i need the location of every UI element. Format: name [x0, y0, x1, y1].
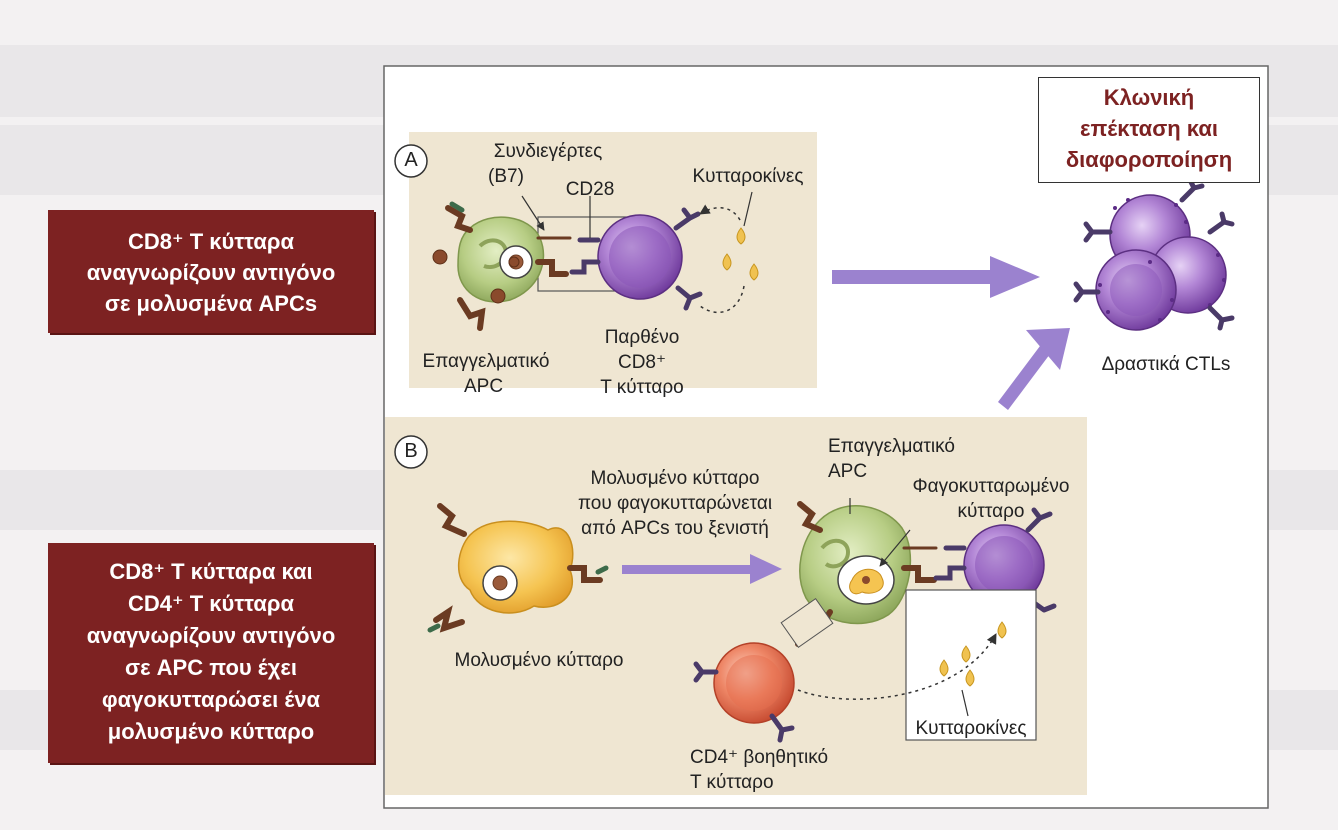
costimulators-line: Συνδιεγέρτες — [493, 141, 603, 162]
cd4-cell-line: CD4⁺ βοηθητικό — [690, 747, 829, 768]
effector-receptors — [1073, 177, 1235, 331]
infected-cell-label: Μολυσμένο κύτταρο — [454, 650, 624, 671]
apc-a-line: APC — [464, 376, 504, 397]
apc-a-label: Επαγγελματικό APC — [412, 349, 560, 399]
arrow-infected-to-apc — [622, 554, 782, 584]
side-box-bottom-line: CD4⁺ Τ κύτταρα — [127, 591, 295, 616]
side-box-bottom: CD8⁺ Τ κύτταρα και CD4⁺ Τ κύτταρα αναγνω… — [48, 543, 374, 763]
callout-cytokines-b — [961, 689, 969, 717]
naive-cd8-line: CD8⁺ — [617, 352, 667, 373]
phagocytosed-cell-label: Φαγοκυτταρωμένο κύτταρο — [898, 474, 1084, 524]
naive-cd8-line: Τ κύτταρο — [600, 377, 684, 398]
side-box-top-line: σε μολυσμένα APCs — [104, 291, 318, 316]
effector-ctl-label: Δραστικά CTLs — [1101, 354, 1231, 375]
arrow-a-to-ctl — [832, 256, 1040, 298]
side-box-bottom-line: μολυσμένο κύτταρο — [107, 719, 315, 744]
cytokines-b-label: Κυτταροκίνες — [915, 718, 1027, 739]
infected-cell-receptors — [427, 503, 609, 633]
side-box-top-line: αναγνωρίζουν αντιγόνο — [86, 260, 336, 285]
panel-a-marker — [394, 144, 428, 178]
panel-a-marker-label: A — [404, 149, 418, 171]
effector-ctl-cells — [1095, 194, 1227, 331]
phagocytosed-by-line: από APCs του ξενιστή — [581, 518, 769, 539]
apc-b-label: Επαγγελματικό APC — [828, 434, 978, 484]
apc-receptors-a — [445, 201, 572, 331]
cytokine-drops-a — [722, 227, 759, 281]
side-box-top: CD8⁺ Τ κύτταρα αναγνωρίζουν αντιγόνο σε … — [48, 210, 374, 333]
tcell-receptors-a — [569, 207, 703, 311]
apc-a-line: Επαγγελματικό — [422, 351, 550, 372]
cytokine-loop-a-top — [699, 204, 741, 221]
apc-cell-b — [799, 505, 912, 625]
virus-particles-a — [432, 249, 520, 304]
panel-b-marker-label: B — [404, 440, 418, 462]
infected-cell — [457, 520, 574, 614]
apc-b-line: APC — [828, 461, 868, 482]
clonal-expansion-line: επέκταση και — [1080, 116, 1218, 141]
cd8-t-cell-b — [963, 524, 1045, 606]
phagocytosed-by-line: Μολυσμένο κύτταρο — [590, 468, 760, 489]
cytokine-box-b — [905, 589, 1037, 741]
callout-phagocytosed — [879, 529, 911, 567]
cd28-label: CD28 — [565, 179, 615, 200]
apc-b-line: Επαγγελματικό — [828, 436, 955, 457]
side-box-bottom-line: σε APC που έχει — [125, 655, 297, 680]
phagocytosed-cell-line: Φαγοκυτταρωμένο — [912, 476, 1070, 497]
panel-b-marker — [394, 435, 428, 469]
cytokine-drops-b — [939, 621, 1007, 687]
costimulators-line: (B7) — [488, 166, 524, 187]
clonal-expansion-line: διαφοροποίηση — [1065, 147, 1233, 172]
cd4-receptors — [693, 661, 795, 743]
side-box-bottom-line: CD8⁺ Τ κύτταρα και — [109, 559, 313, 584]
phagocytosed-cell-line: κύτταρο — [957, 501, 1025, 522]
phagocytosed-by-label: Μολυσμένο κύτταρο που φαγοκυτταρώνεται α… — [565, 466, 785, 541]
side-box-bottom-line: αναγνωρίζουν αντιγόνο — [86, 623, 336, 648]
naive-cd8-label: Παρθένο CD8⁺ Τ κύτταρο — [590, 325, 694, 400]
cd4-cell-label: CD4⁺ βοηθητικό Τ κύτταρο — [690, 745, 854, 795]
cd4-cell-line: Τ κύτταρο — [690, 772, 774, 793]
naive-cd8-t-cell — [597, 214, 683, 300]
naive-cd8-line: Παρθένο — [604, 327, 680, 348]
side-box-top-line: CD8⁺ Τ κύτταρα — [127, 229, 295, 254]
callout-b7 — [521, 195, 545, 231]
clonal-expansion-line: Κλωνική — [1103, 85, 1195, 110]
cytokine-loop-a — [699, 285, 745, 314]
mhc-ii-box — [780, 597, 834, 649]
cytokine-loop-b — [797, 633, 997, 700]
cd4-t-cell — [713, 642, 795, 724]
cytokines-a-label: Κυτταροκίνες — [692, 166, 804, 187]
side-box-bottom-line: φαγοκυτταρώσει ένα — [101, 687, 321, 712]
clonal-expansion-box: Κλωνική επέκταση και διαφοροποίηση — [1038, 77, 1260, 183]
arrow-b-to-ctl — [998, 328, 1070, 410]
phagocytosed-by-line: που φαγοκυτταρώνεται — [577, 493, 773, 514]
costimulators-label: Συνδιεγέρτες (B7) — [478, 139, 618, 189]
callout-cytokines-a — [743, 191, 753, 227]
